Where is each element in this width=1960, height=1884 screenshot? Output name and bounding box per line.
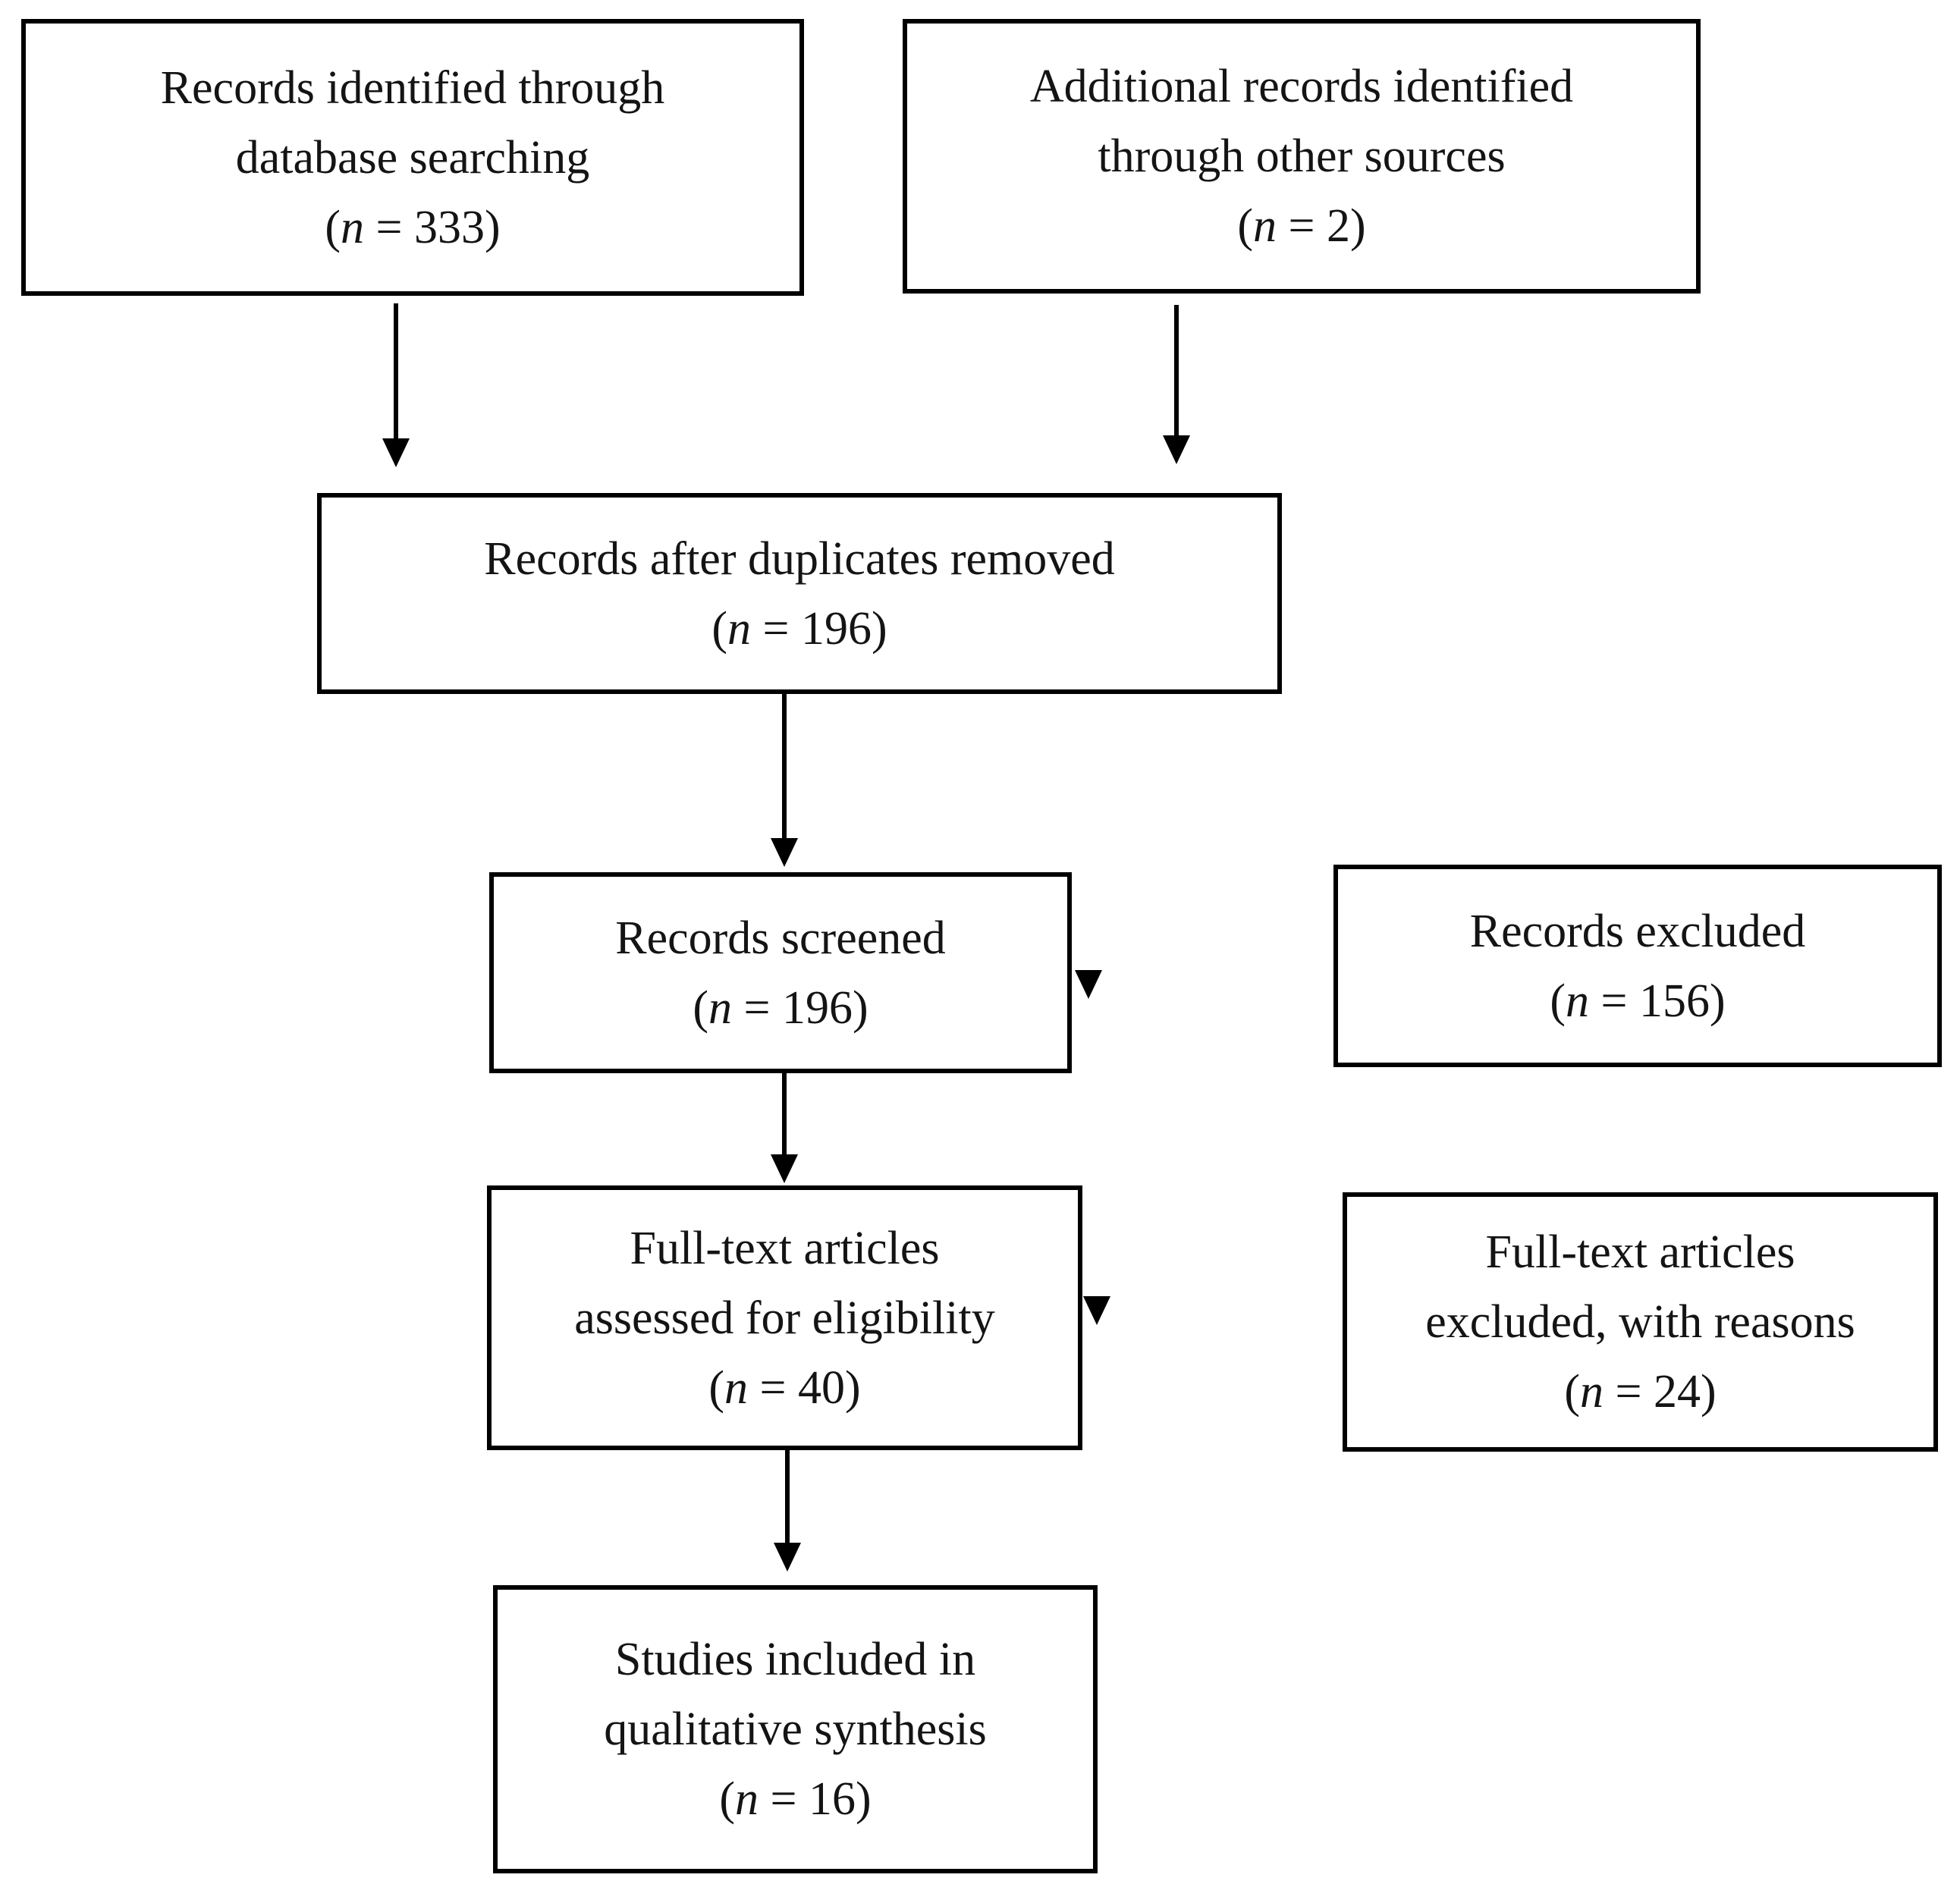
count-open: ( bbox=[693, 981, 709, 1034]
count-close: ) bbox=[871, 602, 887, 655]
count-value: 196 bbox=[781, 981, 853, 1034]
box-text-line: Records screened bbox=[615, 912, 946, 964]
arrow-line-screened-to-fulltext bbox=[782, 1073, 787, 1156]
box-records-screened: Records screened (n = 196) bbox=[489, 872, 1072, 1073]
count-equals: = bbox=[748, 1361, 798, 1414]
box-count: (n = 196) bbox=[711, 594, 887, 664]
count-close: ) bbox=[484, 201, 501, 253]
count-equals: = bbox=[1603, 1366, 1654, 1418]
box-fulltext-assessed-eligibility: Full-text articles assessed for eligibil… bbox=[487, 1185, 1082, 1450]
arrow-marker-screened-to-excluded-icon bbox=[1075, 970, 1102, 999]
count-open: ( bbox=[708, 1361, 725, 1414]
count-close: ) bbox=[852, 981, 868, 1034]
box-studies-included-qualitative: Studies included in qualitative synthesi… bbox=[493, 1585, 1098, 1873]
count-close: ) bbox=[1709, 975, 1726, 1027]
count-n-variable: n bbox=[724, 1361, 749, 1414]
box-text-line: Full-text articles bbox=[630, 1222, 940, 1274]
box-text-line: qualitative synthesis bbox=[604, 1703, 987, 1755]
count-open: ( bbox=[1237, 200, 1254, 252]
count-close: ) bbox=[1700, 1366, 1717, 1418]
count-value: 333 bbox=[413, 201, 485, 253]
box-text-line: assessed for eligibility bbox=[574, 1292, 995, 1344]
arrow-down-icon bbox=[774, 1543, 801, 1572]
arrow-marker-fulltext-to-excluded-icon bbox=[1083, 1296, 1110, 1325]
box-text-line: Full-text articles bbox=[1485, 1226, 1795, 1278]
count-open: ( bbox=[325, 201, 341, 253]
arrow-line-other-sources-to-duplicates bbox=[1174, 305, 1179, 437]
box-text-line: database searching bbox=[235, 131, 590, 184]
count-open: ( bbox=[719, 1773, 736, 1825]
box-text-line: Records after duplicates removed bbox=[484, 532, 1115, 585]
count-close: ) bbox=[855, 1773, 872, 1825]
box-count: (n = 40) bbox=[708, 1353, 860, 1423]
count-n-variable: n bbox=[1253, 200, 1277, 252]
box-text-line: Records excluded bbox=[1469, 905, 1806, 957]
count-close: ) bbox=[844, 1361, 861, 1414]
arrow-down-icon bbox=[771, 1154, 798, 1183]
arrow-line-database-to-duplicates bbox=[394, 303, 398, 440]
count-open: ( bbox=[1550, 975, 1566, 1027]
count-open: ( bbox=[711, 602, 728, 655]
count-equals: = bbox=[732, 981, 782, 1034]
count-value: 40 bbox=[797, 1361, 845, 1414]
box-count: (n = 156) bbox=[1550, 966, 1725, 1036]
box-count: (n = 2) bbox=[1237, 191, 1365, 261]
count-equals: = bbox=[1589, 975, 1639, 1027]
box-count: (n = 333) bbox=[325, 193, 500, 262]
box-text-line: through other sources bbox=[1098, 130, 1506, 182]
box-records-after-duplicates-removed: Records after duplicates removed (n = 19… bbox=[317, 493, 1282, 694]
count-equals: = bbox=[751, 602, 801, 655]
count-close: ) bbox=[1349, 200, 1366, 252]
box-count: (n = 16) bbox=[719, 1764, 871, 1834]
arrow-line-duplicates-to-screened bbox=[782, 694, 787, 840]
count-equals: = bbox=[364, 201, 414, 253]
box-records-excluded: Records excluded (n = 156) bbox=[1333, 865, 1942, 1067]
count-value: 196 bbox=[800, 602, 872, 655]
box-text-line: Studies included in bbox=[614, 1634, 976, 1685]
count-n-variable: n bbox=[1580, 1366, 1604, 1418]
count-equals: = bbox=[759, 1773, 809, 1825]
count-n-variable: n bbox=[341, 201, 365, 253]
box-count: (n = 24) bbox=[1564, 1357, 1716, 1427]
count-n-variable: n bbox=[708, 981, 733, 1034]
box-text-line: Additional records identified bbox=[1029, 61, 1574, 112]
box-records-identified-database: Records identified through database sear… bbox=[21, 19, 804, 296]
arrow-down-icon bbox=[1163, 435, 1190, 464]
count-value: 16 bbox=[808, 1773, 856, 1825]
box-additional-records-other-sources: Additional records identified through ot… bbox=[903, 19, 1701, 294]
arrow-down-icon bbox=[771, 838, 798, 867]
count-value: 156 bbox=[1638, 975, 1710, 1027]
box-text-line: excluded, with reasons bbox=[1425, 1296, 1855, 1348]
box-text-line: Records identified through bbox=[160, 61, 665, 114]
box-fulltext-excluded-with-reasons: Full-text articles excluded, with reason… bbox=[1343, 1192, 1938, 1452]
count-n-variable: n bbox=[1566, 975, 1590, 1027]
count-open: ( bbox=[1564, 1366, 1581, 1418]
count-n-variable: n bbox=[727, 602, 752, 655]
box-count: (n = 196) bbox=[693, 973, 868, 1043]
arrow-line-fulltext-to-included bbox=[785, 1450, 790, 1544]
count-value: 24 bbox=[1653, 1366, 1701, 1418]
count-n-variable: n bbox=[735, 1773, 759, 1825]
count-equals: = bbox=[1277, 200, 1327, 252]
count-value: 2 bbox=[1326, 200, 1350, 252]
arrow-down-icon bbox=[382, 438, 410, 467]
